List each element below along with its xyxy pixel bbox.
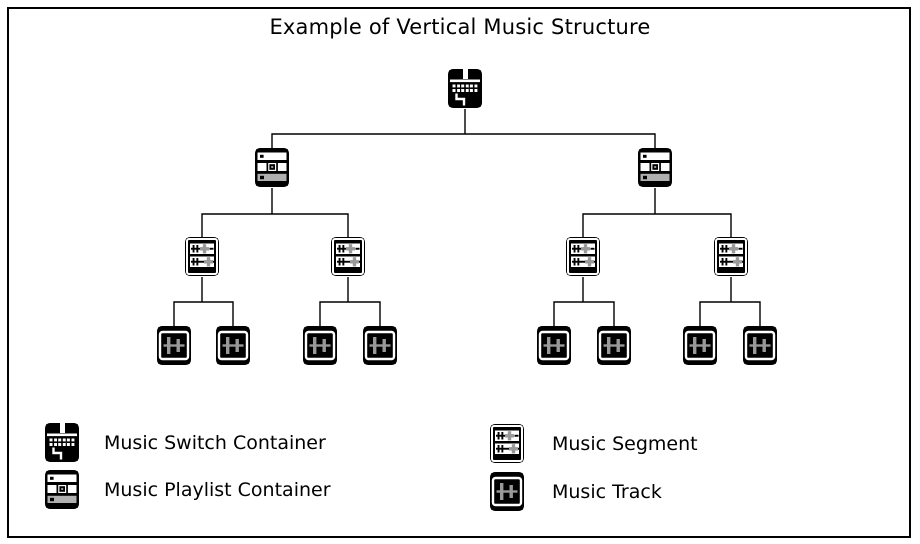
node-playlist-1 xyxy=(254,148,290,188)
node-track-4 xyxy=(362,326,398,366)
music-track-icon xyxy=(742,326,778,366)
legend-item-music-switch-container: Music Switch Container xyxy=(44,423,326,463)
node-track-1 xyxy=(156,326,192,366)
legend-label: Music Switch Container xyxy=(104,432,326,454)
legend-label: Music Playlist Container xyxy=(104,479,331,501)
music-track-icon xyxy=(596,326,632,366)
node-switch-root xyxy=(447,69,483,109)
music-track-icon xyxy=(302,326,338,366)
music-track-icon xyxy=(362,326,398,366)
node-segment-3 xyxy=(565,237,601,277)
music-track-icon xyxy=(156,326,192,366)
music-segment-icon xyxy=(489,424,525,464)
music-playlist-container-icon xyxy=(45,470,79,509)
legend-item-music-track: Music Track xyxy=(489,472,662,512)
node-track-5 xyxy=(536,326,572,366)
legend-item-music-playlist-container: Music Playlist Container xyxy=(44,470,331,510)
music-playlist-container-icon xyxy=(638,148,672,187)
node-track-7 xyxy=(682,326,718,366)
music-track-icon xyxy=(215,326,251,366)
node-segment-2 xyxy=(330,237,366,277)
legend-label: Music Track xyxy=(552,481,662,503)
node-segment-1 xyxy=(184,237,220,277)
node-track-2 xyxy=(215,326,251,366)
music-track-icon xyxy=(682,326,718,366)
music-segment-icon xyxy=(330,237,366,277)
node-track-3 xyxy=(302,326,338,366)
figure-border xyxy=(7,7,911,538)
legend-item-music-segment: Music Segment xyxy=(489,424,698,464)
music-playlist-container-icon xyxy=(255,148,289,187)
node-track-6 xyxy=(596,326,632,366)
node-segment-4 xyxy=(713,237,749,277)
music-track-icon xyxy=(489,472,525,512)
music-segment-icon xyxy=(565,237,601,277)
node-track-8 xyxy=(742,326,778,366)
music-segment-icon xyxy=(184,237,220,277)
music-segment-icon xyxy=(713,237,749,277)
music-track-icon xyxy=(536,326,572,366)
legend-label: Music Segment xyxy=(552,433,698,455)
music-switch-container-icon xyxy=(447,69,483,109)
node-playlist-2 xyxy=(637,148,673,188)
figure-title: Example of Vertical Music Structure xyxy=(269,15,651,39)
music-switch-container-icon xyxy=(44,423,80,463)
